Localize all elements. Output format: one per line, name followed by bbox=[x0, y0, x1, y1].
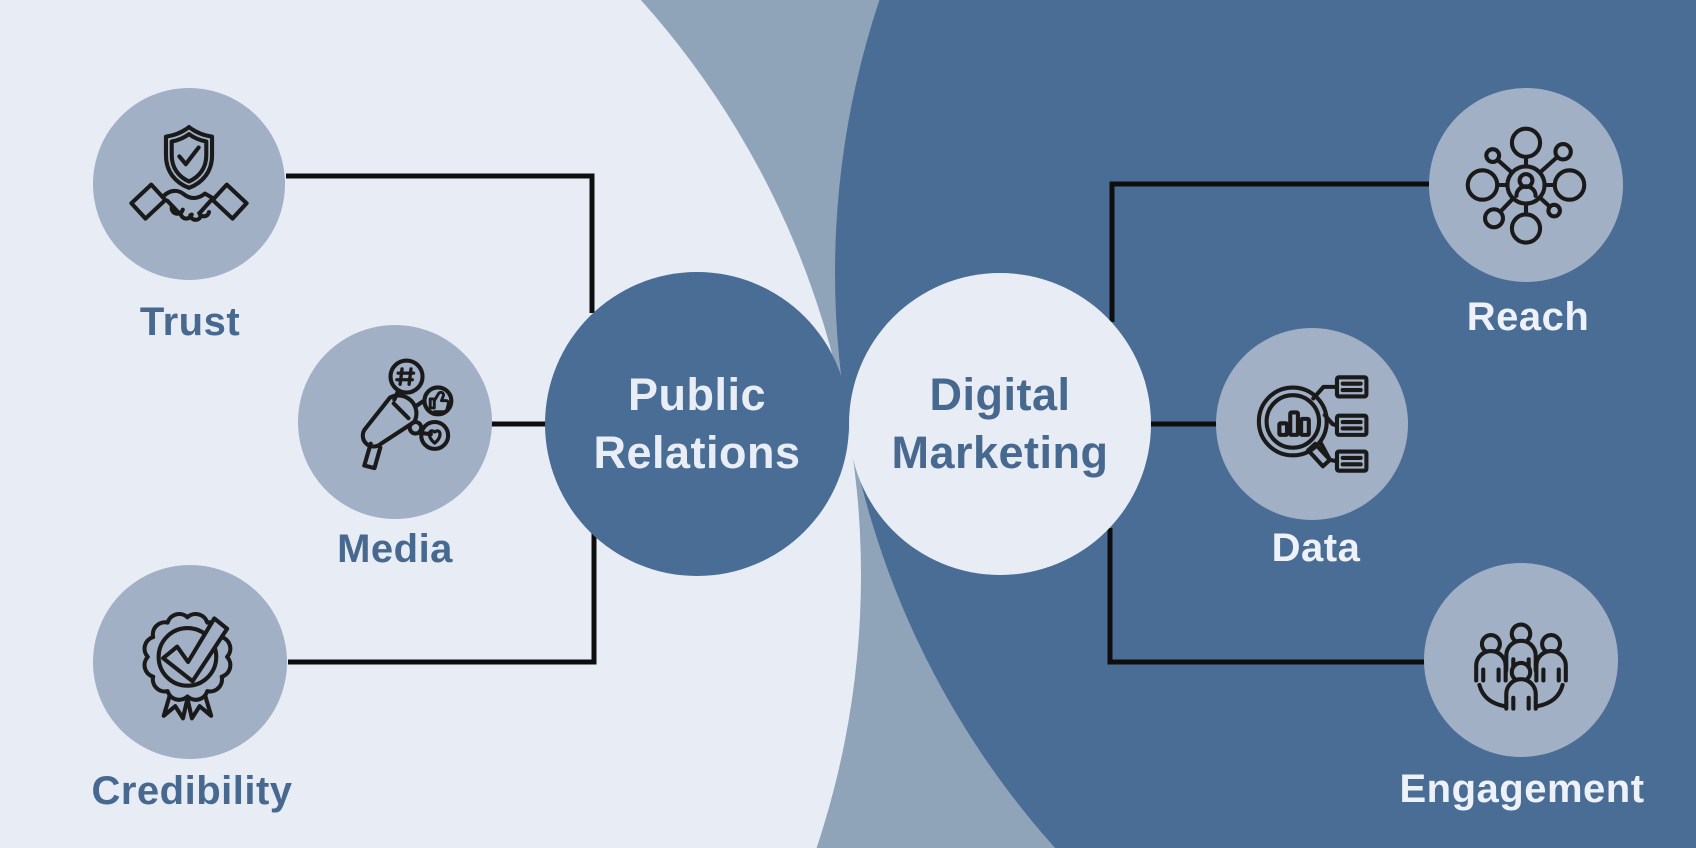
magnifier-analytics-icon bbox=[1256, 375, 1369, 473]
trust-node bbox=[93, 88, 285, 280]
connector-reach bbox=[1109, 181, 1430, 322]
public-relations-hub: Public Relations bbox=[545, 272, 849, 576]
connector-trust bbox=[286, 173, 595, 313]
data-label: Data bbox=[1271, 526, 1361, 570]
reach-label: Reach bbox=[1466, 295, 1590, 339]
credibility-label: Credibility bbox=[91, 769, 293, 813]
hub-title-line: Digital bbox=[929, 369, 1071, 421]
megaphone-social-icon bbox=[360, 358, 454, 471]
network-hub-icon bbox=[1465, 126, 1587, 245]
data-node bbox=[1216, 328, 1408, 520]
hub-title-line: Marketing bbox=[891, 427, 1109, 478]
shield-handshake-icon bbox=[129, 124, 249, 222]
trust-label: Trust bbox=[139, 300, 241, 344]
connector-engagement bbox=[1107, 528, 1426, 665]
media-label: Media bbox=[337, 527, 453, 571]
connector-credibility bbox=[288, 533, 597, 665]
media-node bbox=[298, 325, 492, 519]
reach-node bbox=[1429, 88, 1623, 282]
award-ribbon-check-icon bbox=[142, 611, 233, 721]
credibility-node bbox=[93, 565, 287, 759]
people-group-icon bbox=[1474, 622, 1568, 711]
engagement-label: Engagement bbox=[1399, 767, 1645, 811]
digital-marketing-hub: Digital Marketing bbox=[849, 273, 1151, 575]
engagement-node bbox=[1424, 563, 1618, 757]
hub-title-line: Public bbox=[627, 369, 767, 421]
hub-title-line: Relations bbox=[593, 427, 801, 478]
